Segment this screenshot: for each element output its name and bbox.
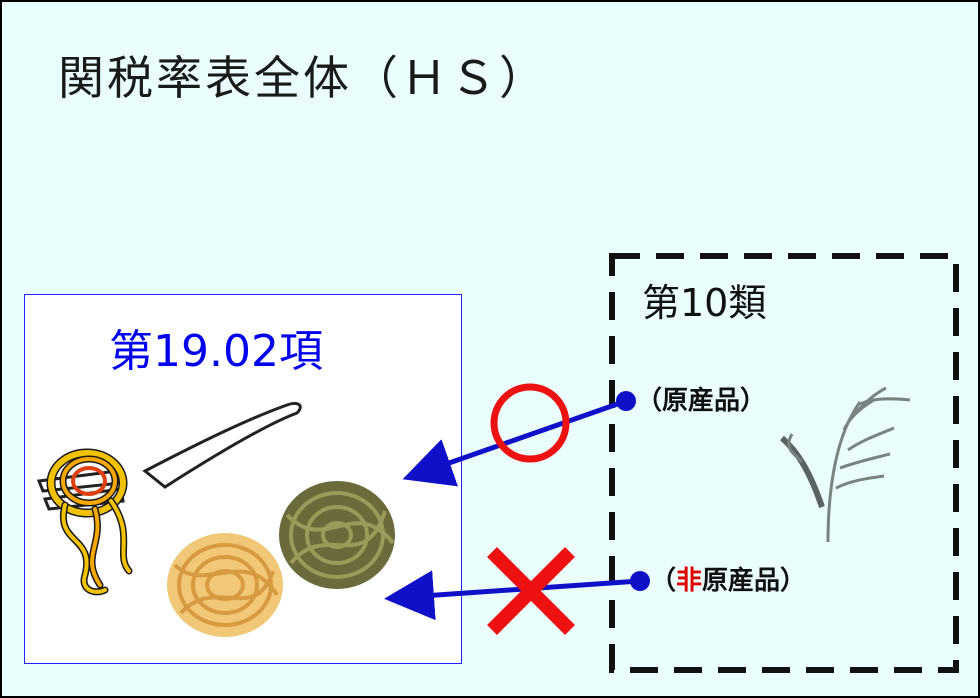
non-prefix: 非	[676, 566, 703, 596]
heading-19-02-box: 第19.02項	[24, 294, 462, 664]
originating-label: （原産品）	[636, 380, 766, 417]
originating-dot	[616, 391, 636, 411]
spaghetti-icon	[46, 448, 133, 596]
chapter-10-label: 第10類	[642, 281, 767, 325]
non-originating-label: （非原産品）	[650, 560, 806, 597]
originating-text: 原産品	[662, 386, 741, 416]
page-title: 関税率表全体（ＨＳ）	[58, 51, 548, 105]
originating-arrow	[402, 398, 627, 487]
yellow-pasta-nest-icon	[167, 533, 283, 637]
allowed-circle-mark	[490, 383, 570, 463]
non-originating-dot	[630, 571, 650, 591]
denied-cross-mark	[487, 547, 575, 635]
non-originating-arrow	[384, 570, 641, 621]
heading-19-02-label: 第19.02項	[109, 326, 323, 377]
wheat-icon	[779, 386, 911, 543]
fork-handle-icon	[142, 401, 302, 489]
pasta-illustration	[36, 401, 395, 637]
originating-close: ）	[740, 386, 767, 416]
non-originating-close: ）	[780, 566, 807, 596]
originating-open: （	[636, 386, 663, 416]
non-originating-open: （	[650, 566, 677, 596]
non-originating-text: 原産品	[702, 566, 781, 596]
green-pasta-nest-icon	[279, 481, 395, 589]
